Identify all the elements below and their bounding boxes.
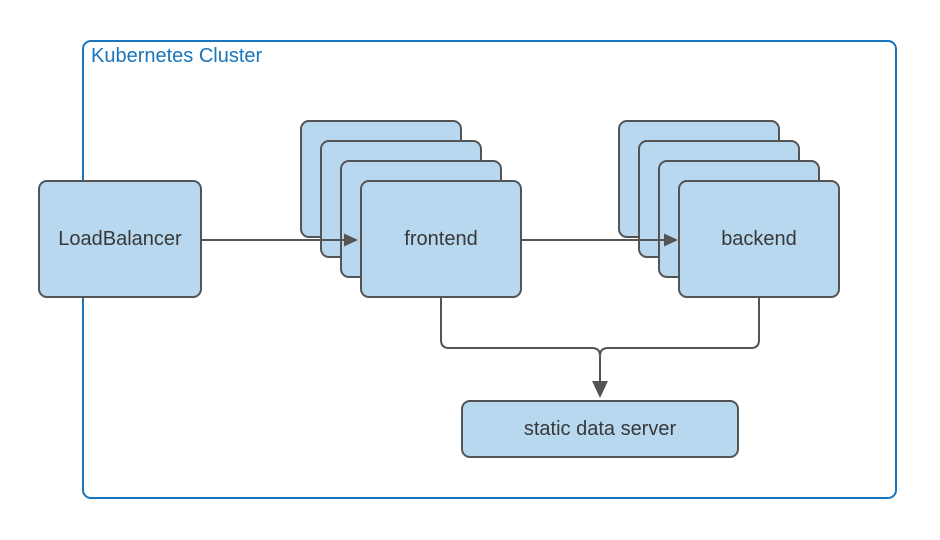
node-backend-label: backend <box>721 227 797 250</box>
node-backend: backend <box>678 180 840 298</box>
node-load-balancer: LoadBalancer <box>38 180 202 298</box>
node-frontend-label: frontend <box>404 227 478 250</box>
node-static-data-server: static data server <box>461 400 739 458</box>
node-static-data-server-label: static data server <box>523 417 677 440</box>
node-load-balancer-label: LoadBalancer <box>58 227 182 250</box>
cluster-label: Kubernetes Cluster <box>91 45 263 67</box>
node-frontend: frontend <box>360 180 522 298</box>
